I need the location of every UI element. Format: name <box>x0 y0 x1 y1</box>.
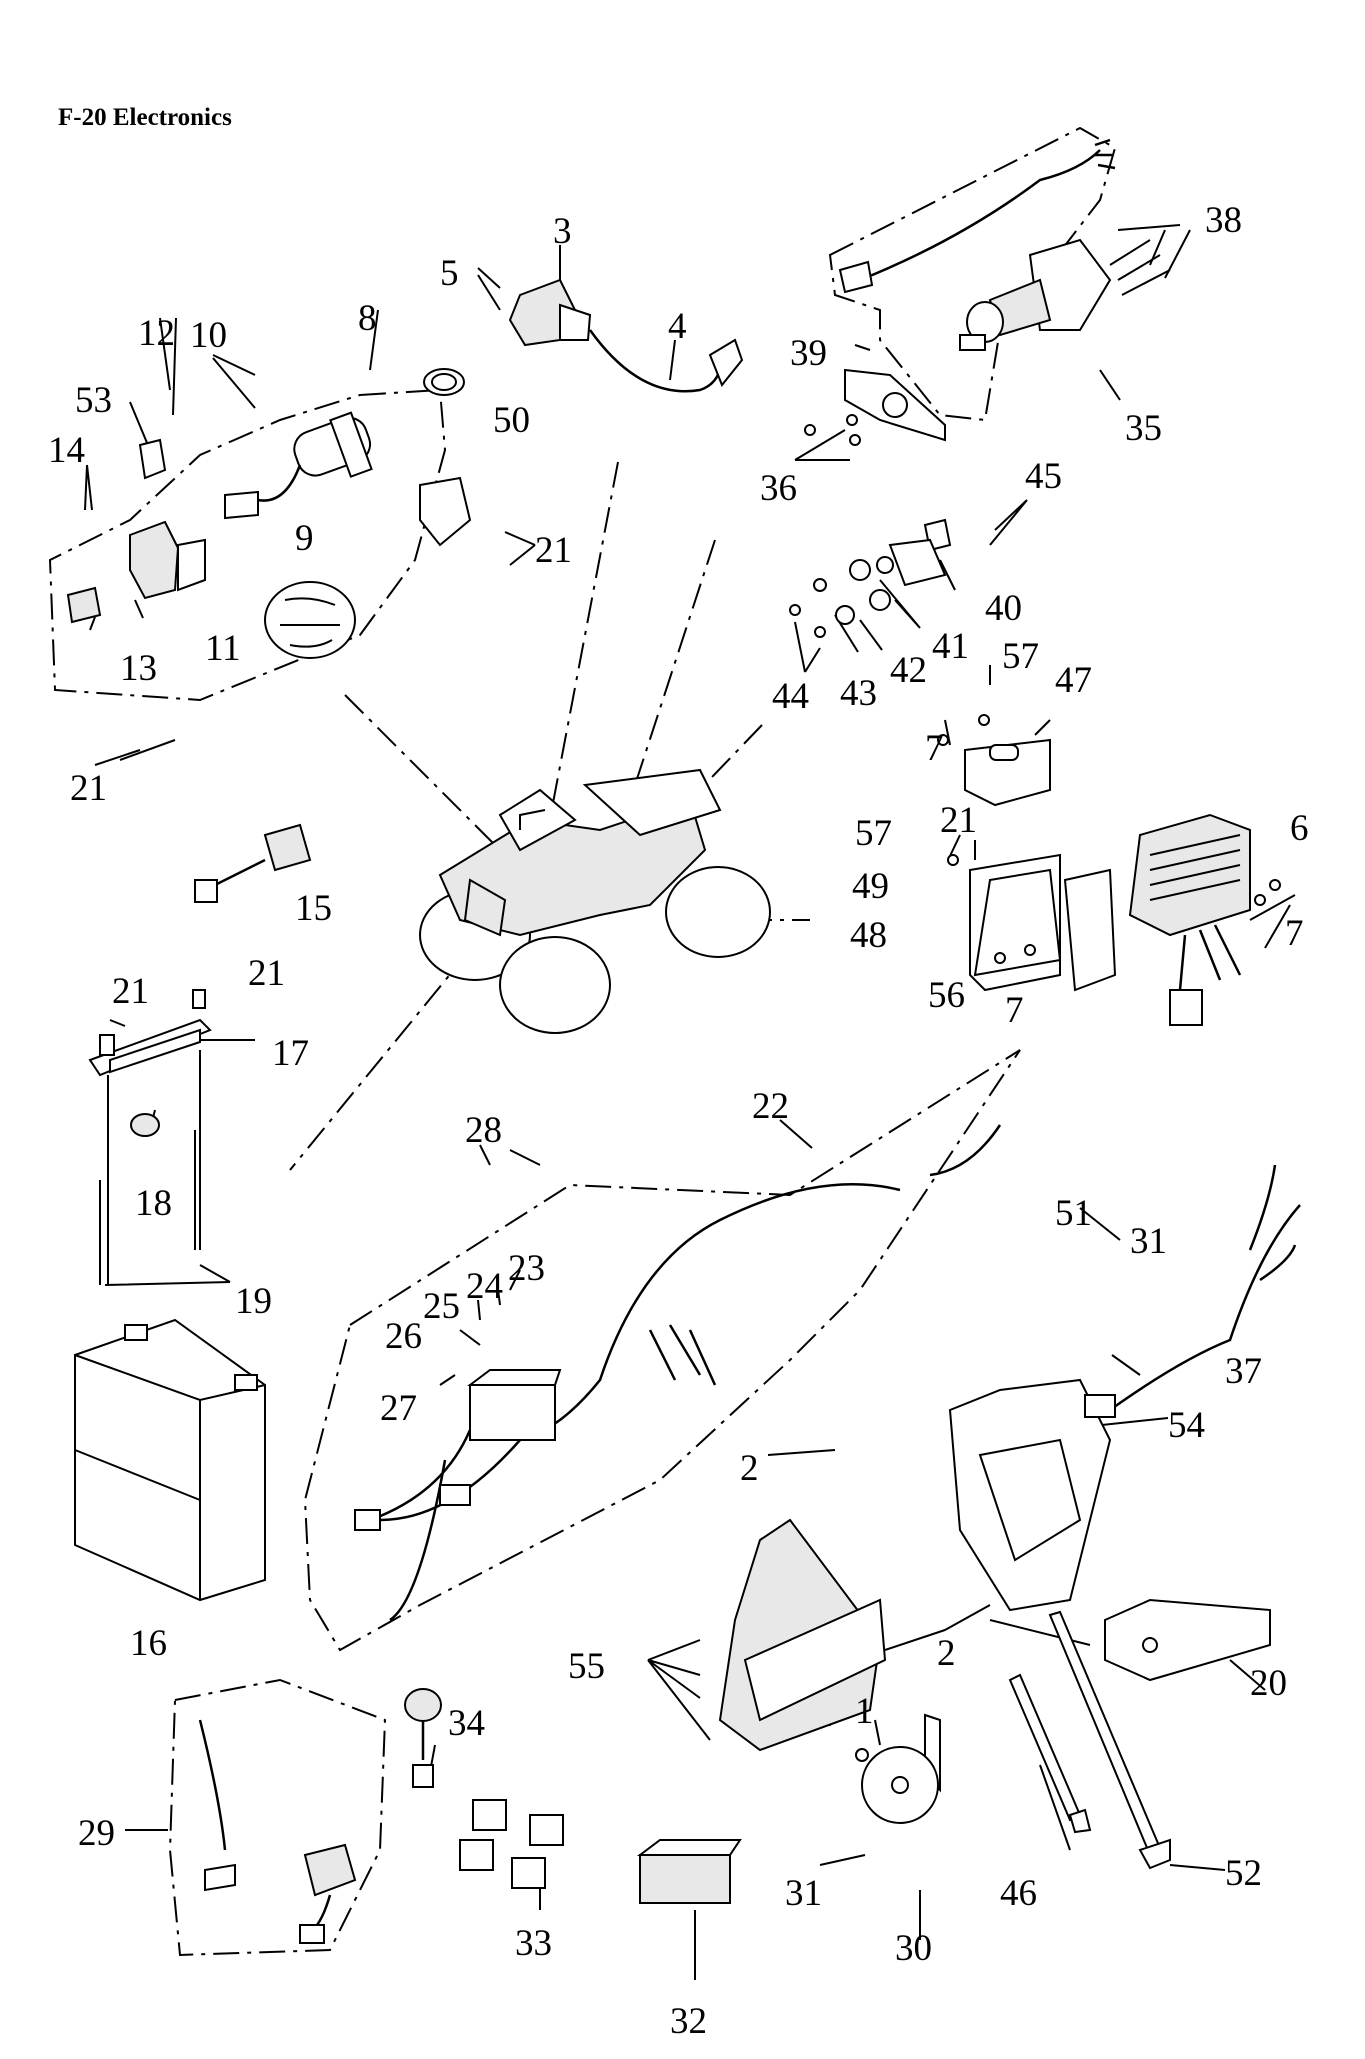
battery-bracket <box>88 989 212 1285</box>
horn <box>855 1713 941 1824</box>
callout-20: 20 <box>1250 1663 1287 1704</box>
callout-3: 3 <box>553 211 572 252</box>
callout-7: 7 <box>925 728 944 769</box>
callout-1: 1 <box>855 1691 874 1732</box>
relay-group <box>404 1688 742 1904</box>
group-outlines <box>48 126 1117 1957</box>
callout-49: 49 <box>852 866 889 907</box>
callout-52: 52 <box>1225 1853 1262 1894</box>
parts-bag <box>1104 1598 1271 1682</box>
speed-sensor-group <box>789 518 952 638</box>
callout-11: 11 <box>205 628 241 669</box>
cable-ties <box>1008 1610 1171 1870</box>
callout-27: 27 <box>380 1388 417 1429</box>
leader-lines <box>84 224 1296 1980</box>
callout-41: 41 <box>932 626 969 667</box>
starter-solenoid <box>198 1719 357 1944</box>
callout-32: 32 <box>670 2001 707 2042</box>
regulator-group <box>937 714 1281 1026</box>
callout-39: 39 <box>790 333 827 374</box>
callout-31: 31 <box>1130 1221 1167 1262</box>
callout-21: 21 <box>940 800 977 841</box>
starter-motor-group <box>838 138 1171 351</box>
callout-21: 21 <box>248 953 285 994</box>
callout-4: 4 <box>668 306 687 347</box>
callout-48: 48 <box>850 915 887 956</box>
key-switch <box>194 823 312 903</box>
callout-35: 35 <box>1125 408 1162 449</box>
callout-47: 47 <box>1055 660 1092 701</box>
callout-14: 14 <box>48 430 85 471</box>
callout-5: 5 <box>440 253 459 294</box>
callout-19: 19 <box>235 1281 272 1322</box>
callout-21: 21 <box>70 768 107 809</box>
callout-51: 51 <box>1055 1193 1092 1234</box>
ignition-coil-group <box>423 278 744 396</box>
callout-40: 40 <box>985 588 1022 629</box>
callout-13: 13 <box>120 648 157 689</box>
callout-37: 37 <box>1225 1351 1262 1392</box>
callout-8: 8 <box>358 298 377 339</box>
callout-46: 46 <box>1000 1873 1037 1914</box>
starter-relay-group <box>66 411 472 659</box>
callout-10: 10 <box>190 315 227 356</box>
callout-7: 7 <box>1005 990 1024 1031</box>
callout-labels: 1 2 2 2 3 4 5 6 7 7 7 7 8 9 10 11 12 13 … <box>48 200 1309 2042</box>
callout-2: 2 <box>740 1448 759 1489</box>
battery-icon <box>74 1318 266 1602</box>
callout-2: 2 <box>937 1633 956 1674</box>
callout-56: 56 <box>928 975 965 1016</box>
callout-25: 25 <box>423 1286 460 1327</box>
callout-34: 34 <box>448 1703 485 1744</box>
callout-31: 31 <box>785 1873 822 1914</box>
callout-50: 50 <box>493 400 530 441</box>
callout-29: 29 <box>78 1813 115 1854</box>
callout-57: 57 <box>1002 636 1039 677</box>
callout-21: 21 <box>535 530 572 571</box>
mounting-plate <box>804 368 946 446</box>
callout-38: 38 <box>1205 200 1242 241</box>
callout-45: 45 <box>1025 456 1062 497</box>
callout-18: 18 <box>135 1183 172 1224</box>
callout-43: 43 <box>840 673 877 714</box>
page-title: F-20 Electronics <box>58 104 232 131</box>
callout-33: 33 <box>515 1923 552 1964</box>
callout-26: 26 <box>385 1316 422 1357</box>
atv-icon <box>419 768 771 1034</box>
callout-54: 54 <box>1168 1405 1205 1446</box>
callout-6: 6 <box>1290 808 1309 849</box>
callout-24: 24 <box>466 1266 503 1307</box>
callout-7: 7 <box>1285 913 1304 954</box>
sub-harness <box>1084 1164 1301 1418</box>
callout-36: 36 <box>760 468 797 509</box>
callout-53: 53 <box>75 380 112 421</box>
callout-55: 55 <box>568 1646 605 1687</box>
callout-57: 57 <box>855 813 892 854</box>
callout-12: 12 <box>138 313 175 354</box>
callout-30: 30 <box>895 1928 932 1969</box>
wiring-harness <box>354 1124 1002 1622</box>
callout-23: 23 <box>508 1248 545 1289</box>
callout-44: 44 <box>772 676 809 717</box>
callout-16: 16 <box>130 1623 167 1664</box>
callout-17: 17 <box>272 1033 309 1074</box>
callout-21: 21 <box>112 971 149 1012</box>
callout-9: 9 <box>295 518 314 559</box>
callout-22: 22 <box>752 1086 789 1127</box>
ecu-module <box>718 1378 1112 1752</box>
callout-15: 15 <box>295 888 332 929</box>
callout-28: 28 <box>465 1110 502 1151</box>
callout-42: 42 <box>890 650 927 691</box>
